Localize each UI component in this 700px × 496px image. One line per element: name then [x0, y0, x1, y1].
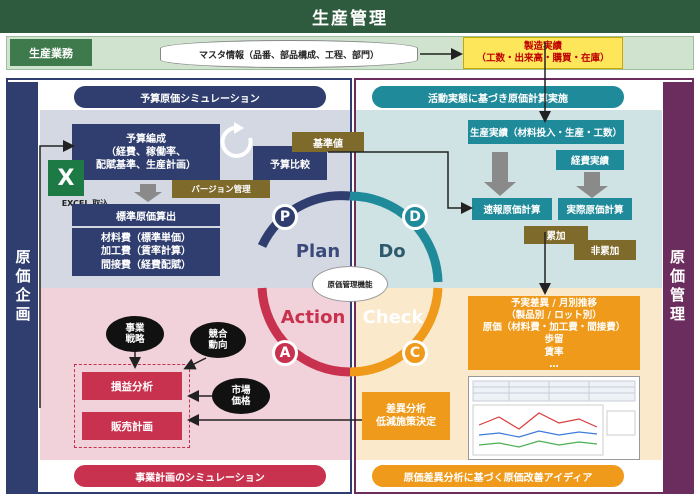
budget-box: 予算編成 （経費、稼働率、 配賦基準、生産計画） [72, 124, 220, 180]
variance-line1: 差異分析 [386, 403, 426, 415]
pl-analysis-box: 損益分析 [82, 372, 182, 400]
production-label: 生産業務 [10, 39, 92, 66]
strategy-line1: 事業 [125, 322, 145, 334]
strategy-line2: 戦略 [125, 334, 145, 345]
action-letter-badge: A [272, 340, 298, 366]
competition-bubble: 競合 動向 [190, 322, 246, 358]
do-letter-badge: D [402, 204, 428, 230]
market-price-bubble: 市場 価格 [212, 378, 270, 414]
plan-header: 予算原価シミュレーション [74, 86, 326, 108]
competition-line2: 動向 [208, 340, 228, 351]
check-word: Check [362, 306, 424, 328]
plan-letter-badge: P [272, 204, 298, 230]
action-word: Action [280, 306, 346, 328]
standard-cost-details-box: 材料費（標準単価） 加工費（賃率計算） 間接費（経費配賦） [72, 228, 220, 276]
check-line-5: … [549, 358, 559, 370]
actuals-line1: 製造実績 [523, 41, 562, 53]
market-line2: 価格 [231, 396, 251, 407]
budget-line1: 予算編成 [126, 133, 166, 145]
check-line-1: （製品別 / ロット別） [506, 310, 602, 322]
action-footer: 事業計画のシミュレーション [74, 465, 326, 487]
cost-planning-label: 原価企画 [8, 82, 38, 492]
cost-management-text: 原価管理 [668, 249, 686, 325]
check-footer: 原価差異分析に基づく原価改善アイディア [372, 465, 624, 487]
page-title: 生産管理 [0, 0, 700, 33]
actual-cost-calc-box: 実際原価計算 [558, 198, 632, 220]
check-line-0: 予実差異 / 月別推移 [510, 298, 598, 309]
actuals-line2: （工数・出来高・購買・在庫） [476, 53, 610, 64]
competition-line1: 競合 [208, 328, 228, 340]
do-header: 活動実態に基づき原価計算実施 [372, 86, 624, 108]
master-info-cylinder: マスタ情報（品番、部品構成、工程、部門） [160, 40, 418, 68]
excel-import-label: EXCEL 取込 [61, 198, 109, 208]
variance-line2: 低減施策決定 [376, 417, 436, 428]
standard-value-box: 基準値 [292, 132, 364, 152]
std-detail-line2: 加工費（賃率計算） [101, 246, 191, 258]
cost-planning-text: 原価企画 [13, 249, 32, 325]
market-line1: 市場 [231, 384, 251, 396]
std-detail-line3: 間接費（経費配賦） [101, 259, 191, 271]
standard-cost-calc-box: 標準原価算出 [72, 204, 220, 226]
cumulative-box: 累加 [524, 226, 588, 244]
production-results-box: 生産実績（材料投入・生産・工数） [468, 120, 624, 144]
check-line-4: 賃率 [544, 346, 564, 358]
report-screenshot-graphic [472, 380, 636, 456]
check-line-3: 歩留 [544, 334, 564, 346]
variance-analysis-box: 差異分析 低減施策決定 [362, 392, 450, 440]
variance-summary-box: 予実差異 / 月別推移 （製品別 / ロット別） 原価（材料費・加工費・間接費）… [468, 296, 640, 370]
cost-management-label: 原価管理 [663, 82, 692, 492]
do-word: Do [378, 240, 406, 262]
budget-line2: （経費、稼働率、 [106, 146, 186, 158]
check-letter-badge: C [402, 340, 428, 366]
version-control-box: バージョン管理 [172, 180, 270, 198]
plan-word: Plan [295, 240, 341, 262]
quick-cost-calc-box: 速報原価計算 [472, 198, 552, 220]
cost-function-center: 原価管理機能 [312, 266, 388, 302]
manufacturing-actuals-box: 製造実績 （工数・出来高・購買・在庫） [463, 37, 623, 69]
std-detail-line1: 材料費（標準単価） [101, 232, 191, 244]
excel-icon: X [48, 160, 84, 196]
master-info-text: マスタ情報（品番、部品構成、工程、部門） [198, 50, 379, 61]
check-line-2: 原価（材料費・加工費・間接費） [482, 322, 626, 334]
expense-results-box: 経費実績 [556, 150, 624, 170]
sales-plan-box: 販売計画 [82, 412, 182, 440]
budget-line3: 配賦基準、生産計画） [96, 159, 196, 171]
business-strategy-bubble: 事業 戦略 [106, 316, 164, 352]
report-screenshot [468, 376, 640, 460]
non-cumulative-box: 非累加 [574, 240, 636, 260]
